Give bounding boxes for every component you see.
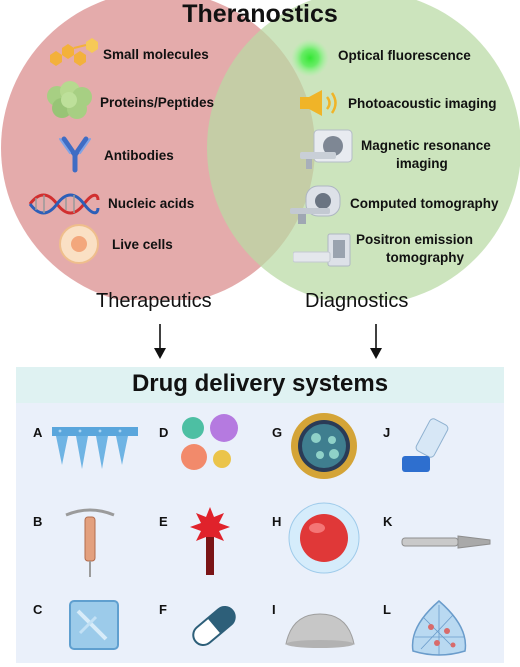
mri-scanner-icon <box>300 129 353 169</box>
label-g: G <box>272 425 283 440</box>
hydrogel-scaffold-icon <box>411 600 467 656</box>
diagnostic-label-fluorescence: Optical fluorescence <box>338 48 471 63</box>
inhaler-icon <box>402 418 449 472</box>
pet-scanner-icon <box>293 233 351 267</box>
capsule-icon <box>192 606 236 646</box>
microsphere-icon <box>288 502 360 574</box>
hydrogel-patch-icon <box>69 600 119 650</box>
label-h: H <box>272 514 282 529</box>
label-j: J <box>383 425 391 440</box>
diagnostic-label-ct: Computed tomography <box>350 196 499 211</box>
drug-delivery-title: Drug delivery systems <box>131 370 389 397</box>
microneedle-patch-icon <box>52 427 138 469</box>
red-drug-carrier-icon <box>190 507 230 575</box>
label-e: E <box>159 514 168 529</box>
therapeutic-label-small-molecules: Small molecules <box>103 47 209 62</box>
ct-scanner-icon <box>290 185 341 224</box>
diagnostic-label-photoacoustic: Photoacoustic imaging <box>348 96 497 111</box>
antibody-icon <box>59 136 91 173</box>
label-c: C <box>33 602 43 617</box>
diagnostic-label-pet-line1: Positron emission <box>356 232 474 247</box>
diagnostics-circle <box>207 0 520 300</box>
diagnostics-label: Diagnostics <box>305 290 409 312</box>
nanoparticles-icon <box>181 414 238 470</box>
diagnostic-label-pet-line2: tomography <box>386 250 465 265</box>
diagnostic-label-mri-line2: imaging <box>396 156 448 171</box>
breast-implant-icon <box>285 613 355 648</box>
therapeutic-label-nucleic-acids: Nucleic acids <box>108 196 195 211</box>
implant-rod-icon <box>401 535 491 549</box>
cell-icon <box>59 224 99 264</box>
label-d: D <box>159 425 169 440</box>
therapeutics-arrow-icon <box>154 324 166 359</box>
label-b: B <box>33 514 43 529</box>
diagnostics-arrow-icon <box>370 324 382 359</box>
therapeutic-label-live-cells: Live cells <box>112 237 173 252</box>
therapeutics-label: Therapeutics <box>96 290 212 312</box>
therapeutic-label-proteins: Proteins/Peptides <box>100 95 215 110</box>
fluorescence-glow-icon <box>291 39 329 77</box>
label-a: A <box>33 425 43 440</box>
therapeutic-label-antibodies: Antibodies <box>104 148 174 163</box>
intrauterine-device-icon <box>65 508 115 577</box>
speaker-icon <box>300 90 337 116</box>
label-l: L <box>383 602 391 617</box>
label-f: F <box>159 602 167 617</box>
liposome-icon <box>291 413 357 479</box>
small-molecules-icon <box>50 38 98 66</box>
theranostics-title: Theranostics <box>182 0 338 28</box>
label-k: K <box>383 514 393 529</box>
label-i: I <box>272 602 276 617</box>
dna-icon <box>28 193 100 215</box>
protein-icon <box>47 81 92 119</box>
drug-delivery-banner <box>16 367 504 403</box>
diagnostic-label-mri-line1: Magnetic resonance <box>361 138 491 153</box>
